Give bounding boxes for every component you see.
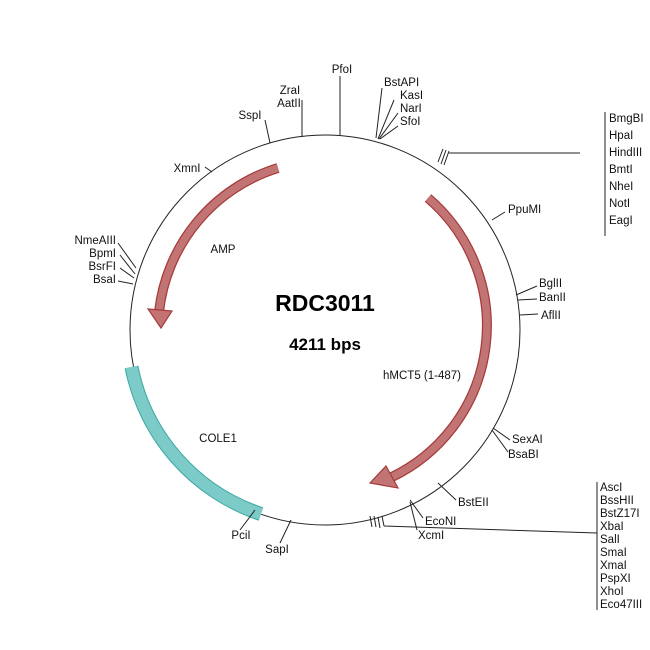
site-xmni: XmnI [174, 163, 201, 175]
site-bglii: BglII [539, 278, 562, 290]
site-sexai: SexAI [512, 434, 543, 446]
amp-feature-arrow [146, 163, 280, 330]
site-sspi: SspI [238, 110, 261, 122]
mcs-site: XhoI [600, 586, 624, 598]
plasmid-backbone [129, 134, 521, 526]
site-aatii: AatII [277, 98, 301, 110]
mcs-site: AscI [600, 482, 622, 494]
site-bsabi: BsaBI [508, 449, 539, 461]
cole1-feature-outline [124, 365, 264, 521]
site-pfoi: PfoI [332, 64, 352, 76]
cole1-feature [125, 365, 263, 520]
site-bsteii: BstEII [458, 497, 489, 509]
mcs-site: BstZ17I [600, 508, 640, 520]
amp-label: AMP [211, 244, 236, 256]
site-econi: EcoNI [425, 516, 456, 528]
mcs-top-list: BmgBI HpaI HindIII BmtI NheI NotI EagI [609, 113, 644, 227]
site-kasi: KasI [400, 90, 423, 102]
mcs-site: NheI [609, 181, 633, 193]
site-bsai: BsaI [93, 274, 116, 286]
mcs-site: BssHII [600, 495, 634, 507]
hmct5-label: hMCT5 (1-487) [383, 370, 461, 382]
mcs-site: XbaI [600, 521, 624, 533]
mcs-site: XmaI [600, 560, 627, 572]
plasmid-size: 4211 bps [289, 335, 361, 354]
mcs-site: NotI [609, 198, 630, 210]
site-sfoi: SfoI [400, 116, 420, 128]
site-bstapi: BstAPI [384, 77, 419, 89]
site-banii: BanII [539, 292, 566, 304]
site-lines [117, 76, 606, 610]
mcs-site: PspXI [600, 573, 631, 585]
plasmid-name: RDC3011 [275, 290, 375, 316]
mcs-site: SmaI [600, 547, 627, 559]
site-nari: NarI [400, 103, 422, 115]
site-afiii: AflII [541, 310, 561, 322]
mcs-site: BmgBI [609, 113, 644, 125]
site-sapi: SapI [265, 544, 289, 556]
mcs-bottom-list: AscI BssHII BstZ17I XbaI SalI SmaI XmaI … [600, 482, 642, 611]
mcs-site: BmtI [609, 164, 633, 176]
site-xcmi: XcmI [418, 530, 444, 542]
mcs-site: SalI [600, 534, 620, 546]
site-bpmi: BpmI [89, 248, 116, 260]
site-ppumi: PpuMI [508, 204, 541, 216]
mcs-site: Eco47III [600, 599, 642, 611]
cole1-label: COLE1 [199, 433, 237, 445]
site-bsrfi: BsrFI [89, 261, 116, 273]
mcs-site: HpaI [609, 130, 633, 142]
mcs-site: EagI [609, 215, 633, 227]
site-nmeaiii: NmeAIII [74, 235, 116, 247]
site-pcii: PciI [231, 530, 250, 542]
hmct5-feature-arrow [368, 194, 492, 489]
mcs-site: HindIII [609, 147, 642, 159]
site-zrai: ZraI [280, 85, 300, 97]
